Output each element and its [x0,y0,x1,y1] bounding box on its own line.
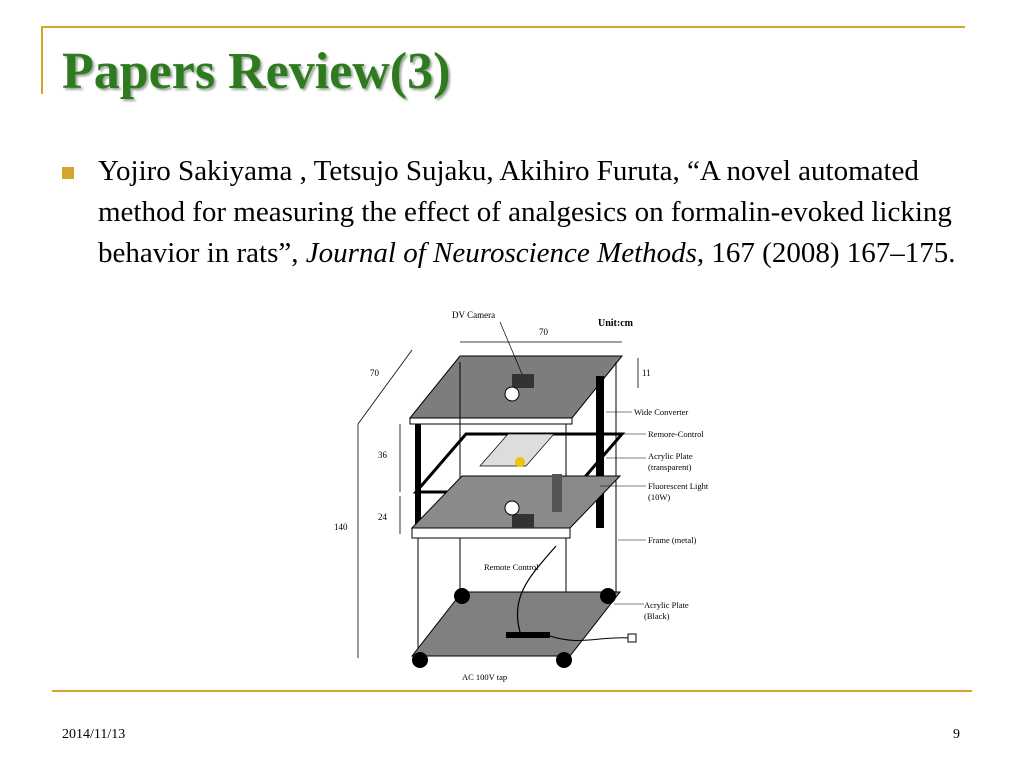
page-number: 9 [953,727,960,742]
dim-width-top: 70 [539,327,549,337]
footer-date: 2014/11/13 [62,727,126,742]
authors: Yojiro Sakiyama , Tetsujo Sujaku, Akihir… [98,155,687,187]
dim-tier2: 24 [378,512,388,522]
bullet-square-icon [62,167,74,179]
label-remote-control-top: Remore-Control [648,429,704,439]
paper-title: “A novel automated method for measuring … [98,155,952,269]
label-acrylic-plate-1: Acrylic Plate [648,451,693,461]
reference-text: Yojiro Sakiyama , Tetsujo Sujaku, Akihir… [98,151,968,274]
journal-name: Journal of Neuroscience Methods [305,237,697,269]
apparatus-diagram: DV Camera Unit:cm 70 70 11 140 36 24 [334,310,709,682]
label-acrylic-plate-1b: (transparent) [648,462,692,472]
label-acrylic-plate-2: Acrylic Plate [644,600,689,610]
label-unit: Unit:cm [598,318,634,329]
header-divider [41,26,965,28]
footer-divider [52,690,972,692]
dim-top-gap: 11 [642,368,651,378]
label-fluorescent-2: (10W) [648,492,670,502]
dim-depth: 70 [370,368,380,378]
dim-height-total: 140 [334,522,348,532]
label-remote-control: Remote Control [484,562,539,572]
label-acrylic-plate-2b: (Black) [644,611,670,621]
slide-title: Papers Review(3) [62,43,451,100]
title-accent-line [41,26,43,94]
label-dv-camera: DV Camera [452,310,495,320]
label-ac-tap: AC 100V tap [462,672,507,682]
dim-tier1: 36 [378,450,388,460]
label-wide-converter: Wide Converter [634,407,688,417]
citation-details: , 167 (2008) 167–175. [696,237,956,269]
label-frame: Frame (metal) [648,535,697,545]
label-fluorescent-1: Fluorescent Light [648,481,709,491]
